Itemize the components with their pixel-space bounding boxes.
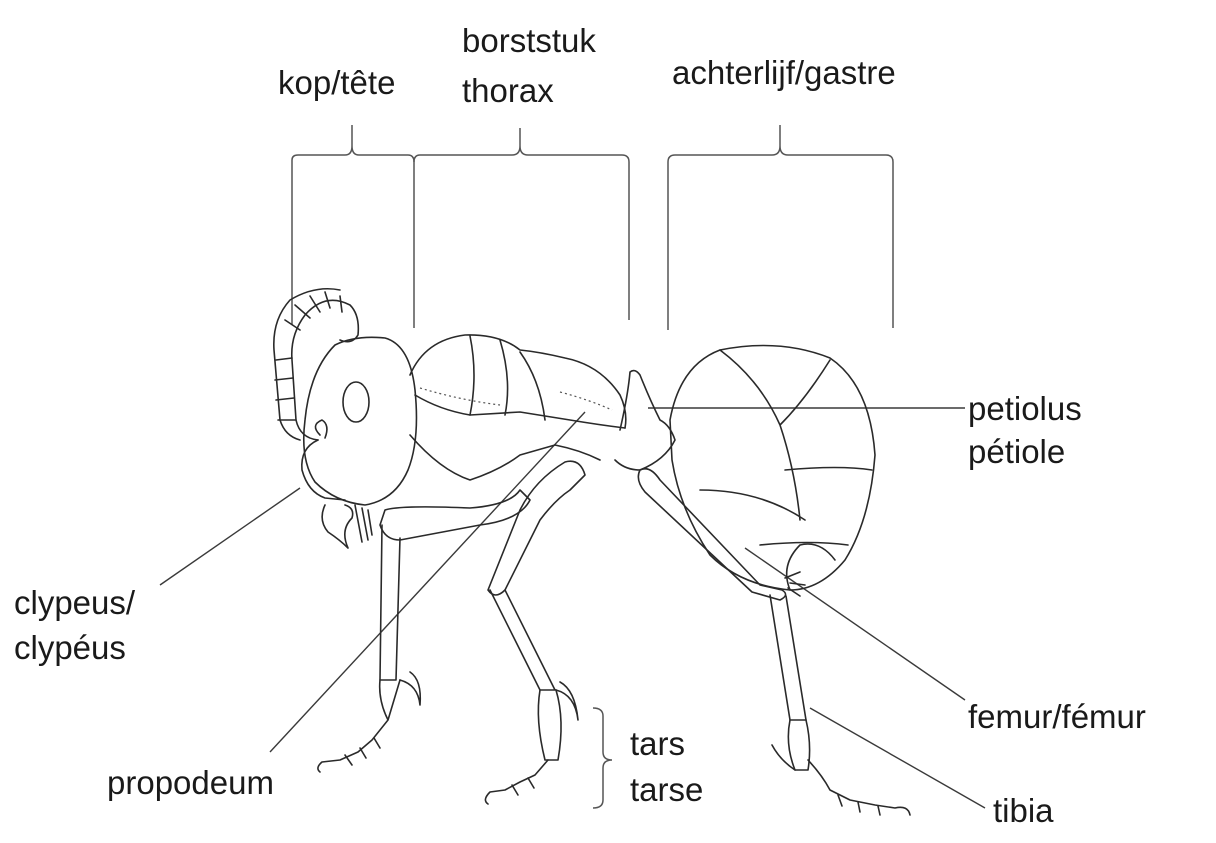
middle-leg bbox=[485, 461, 585, 804]
gaster-bracket bbox=[668, 125, 893, 330]
femur-leader bbox=[745, 548, 965, 700]
thorax bbox=[410, 335, 626, 480]
tars-label-line2: tarse bbox=[630, 770, 703, 810]
gaster-label: achterlijf/gastre bbox=[672, 53, 896, 93]
petiolus-label-line1: petiolus bbox=[968, 389, 1082, 429]
femur-label: femur/fémur bbox=[968, 697, 1146, 737]
thorax-label-line1: borststuk bbox=[462, 21, 596, 61]
clypeus-leader bbox=[160, 488, 300, 585]
gaster bbox=[670, 346, 875, 591]
head-label: kop/tête bbox=[278, 63, 395, 103]
thorax-label-line2: thorax bbox=[462, 71, 554, 111]
front-leg bbox=[318, 490, 530, 772]
clypeus-label-line1: clypeus/ bbox=[14, 583, 135, 623]
clypeus-label-line2: clypéus bbox=[14, 628, 126, 668]
antenna bbox=[274, 289, 359, 440]
thorax-bracket bbox=[414, 128, 629, 320]
tars-label-line1: tars bbox=[630, 724, 685, 764]
tars-bracket bbox=[593, 708, 612, 808]
tibia-label: tibia bbox=[993, 791, 1054, 831]
petiole bbox=[615, 371, 675, 470]
head bbox=[302, 337, 417, 505]
petiolus-label-line2: pétiole bbox=[968, 432, 1065, 472]
mandibles bbox=[322, 505, 372, 548]
propodeum-leader bbox=[270, 412, 585, 752]
propodeum-label: propodeum bbox=[107, 763, 274, 803]
